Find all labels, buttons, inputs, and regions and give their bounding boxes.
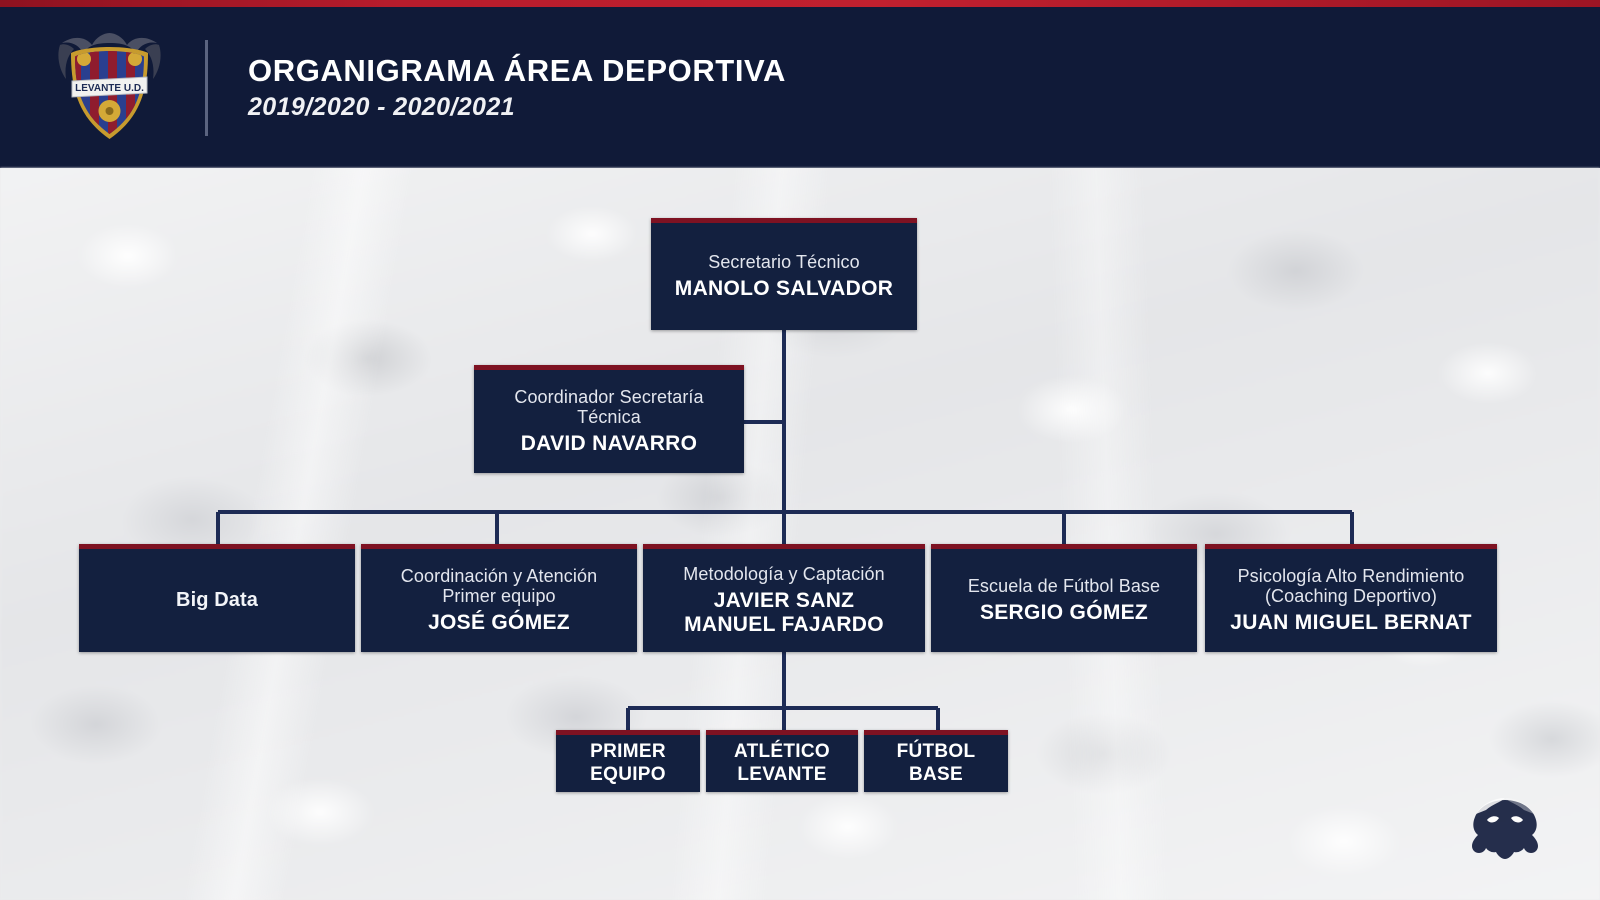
- page-header: LEVANTE U.D. ORGANIGRAMA ÁREA DEPORTIVA …: [0, 0, 1600, 168]
- node-big-data[interactable]: Big Data: [79, 544, 355, 652]
- node-role: Secretario Técnico: [708, 251, 860, 272]
- node-label-line2: LEVANTE: [737, 763, 827, 785]
- node-atletico-levante[interactable]: ATLÉTICO LEVANTE: [706, 730, 858, 792]
- node-primer-equipo[interactable]: PRIMER EQUIPO: [556, 730, 700, 792]
- node-role: Coordinador Secretaría: [514, 386, 704, 407]
- node-role: Escuela de Fútbol Base: [967, 575, 1161, 596]
- node-role: Psicología Alto Rendimiento: [1237, 565, 1465, 586]
- org-chart: Secretario Técnico MANOLO SALVADOR Coord…: [0, 168, 1600, 900]
- node-person: SERGIO GÓMEZ: [979, 601, 1149, 624]
- node-psicologia-alto-rendimiento[interactable]: Psicología Alto Rendimiento (Coaching De…: [1205, 544, 1497, 652]
- node-coordinacion-atencion-primer-equipo[interactable]: Coordinación y Atención Primer equipo JO…: [361, 544, 637, 652]
- node-person: JAVIER SANZ: [713, 588, 855, 612]
- node-label: FÚTBOL: [896, 740, 976, 762]
- node-person: JUAN MIGUEL BERNAT: [1230, 611, 1472, 635]
- node-person: DAVID NAVARRO: [520, 432, 698, 456]
- node-person: JOSÉ GÓMEZ: [428, 611, 570, 635]
- crest-banner-text: LEVANTE U.D.: [75, 83, 144, 94]
- header-divider: [205, 39, 208, 136]
- node-role: Big Data: [176, 589, 258, 612]
- node-futbol-base[interactable]: FÚTBOL BASE: [864, 730, 1008, 792]
- page-title: ORGANIGRAMA ÁREA DEPORTIVA: [248, 53, 787, 89]
- node-label: ATLÉTICO: [734, 740, 830, 762]
- node-metodologia-captacion[interactable]: Metodología y Captación JAVIER SANZ MANU…: [643, 544, 925, 652]
- node-role: Metodología y Captación: [683, 563, 885, 584]
- levante-ud-crest: LEVANTE U.D.: [52, 23, 167, 153]
- node-label-line2: BASE: [909, 763, 963, 785]
- node-secretario-tecnico[interactable]: Secretario Técnico MANOLO SALVADOR: [651, 218, 917, 330]
- header-text-block: ORGANIGRAMA ÁREA DEPORTIVA 2019/2020 - 2…: [248, 53, 786, 121]
- node-role-line2: (Coaching Deportivo): [1264, 585, 1438, 606]
- levante-frog-logo: [1472, 798, 1538, 859]
- org-chart-connectors: [216, 330, 1354, 730]
- node-person-2: MANUEL FAJARDO: [684, 613, 884, 637]
- node-escuela-futbol-base[interactable]: Escuela de Fútbol Base SERGIO GÓMEZ: [931, 544, 1197, 652]
- node-role-line2: Primer equipo: [442, 585, 556, 606]
- node-role-line2: Técnica: [577, 406, 641, 427]
- header-content: LEVANTE U.D. ORGANIGRAMA ÁREA DEPORTIVA …: [0, 7, 1600, 168]
- node-label: PRIMER: [590, 740, 666, 762]
- node-person: MANOLO SALVADOR: [674, 277, 894, 300]
- page-subtitle: 2019/2020 - 2020/2021: [248, 92, 515, 121]
- node-role: Coordinación y Atención: [400, 565, 598, 586]
- header-red-accent-bar: [0, 0, 1600, 7]
- node-coordinador-secretaria-tecnica[interactable]: Coordinador Secretaría Técnica DAVID NAV…: [474, 365, 744, 473]
- node-label-line2: EQUIPO: [590, 763, 666, 785]
